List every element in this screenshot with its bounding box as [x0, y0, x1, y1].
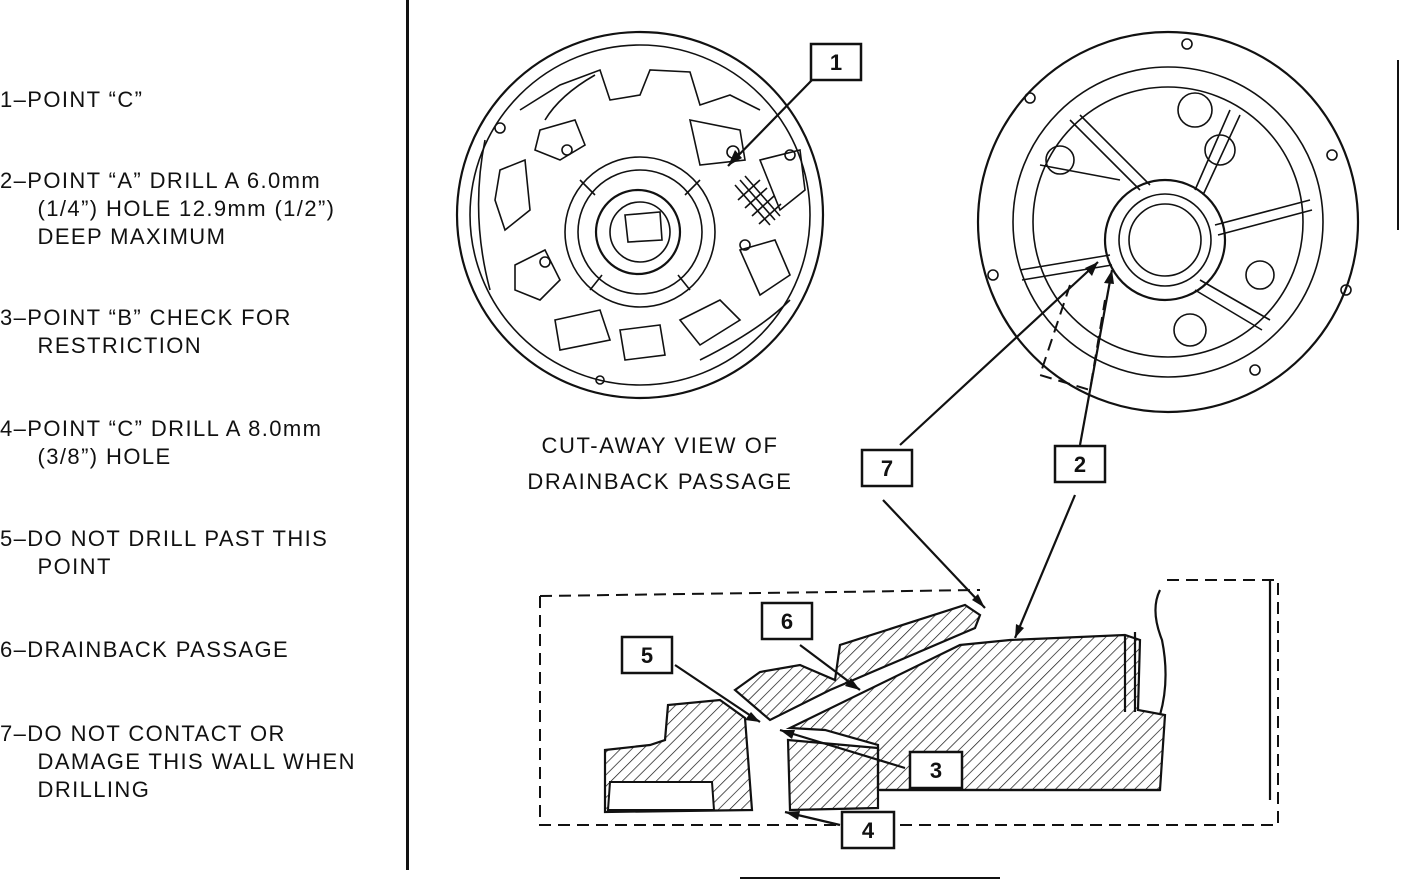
cutaway-section: [539, 579, 1279, 826]
callout-7: 7: [860, 448, 914, 488]
panel-divider: [406, 0, 409, 870]
callout-2-label: 2: [1074, 452, 1086, 477]
callout-6-label: 6: [781, 609, 793, 634]
callout-1: 1: [809, 42, 863, 82]
callout-6: 6: [760, 601, 814, 641]
callout-5: 5: [620, 635, 674, 675]
callout-7-label: 7: [881, 456, 893, 481]
legend-item-6: 6–DRAINBACK PASSAGE: [0, 637, 290, 662]
callout-5-label: 5: [641, 643, 653, 668]
legend-panel: 1–POINT “C” 2–POINT “A” DRILL A 6.0mm (1…: [0, 0, 410, 880]
callout-2: 2: [1053, 444, 1107, 484]
callout-3: 3: [908, 750, 964, 790]
pump-cover-face-view: [976, 30, 1360, 414]
legend-item-4: 4–POINT “C” DRILL A 8.0mm (3/8”) HOLE: [0, 416, 323, 469]
caption-line-2: DRAINBACK PASSAGE: [527, 469, 793, 494]
leader-lines: [674, 79, 1114, 827]
callout-1-label: 1: [830, 50, 842, 75]
legend-item-3: 3–POINT “B” CHECK FOR RESTRICTION: [0, 305, 292, 358]
legend-item-7: 7–DO NOT CONTACT OR DAMAGE THIS WALL WHE…: [0, 721, 356, 802]
caption-line-1: CUT-AWAY VIEW OF: [541, 433, 779, 458]
pump-body-face-view: [455, 30, 825, 400]
legend-item-5: 5–DO NOT DRILL PAST THIS POINT: [0, 526, 329, 579]
callout-4: 4: [840, 810, 896, 850]
callout-4-label: 4: [862, 818, 875, 843]
legend-item-1: 1–POINT “C”: [0, 87, 144, 112]
callout-3-label: 3: [930, 758, 942, 783]
cutaway-caption: CUT-AWAY VIEW OF DRAINBACK PASSAGE: [505, 428, 815, 500]
legend-item-2: 2–POINT “A” DRILL A 6.0mm (1/4”) HOLE 12…: [0, 168, 336, 249]
